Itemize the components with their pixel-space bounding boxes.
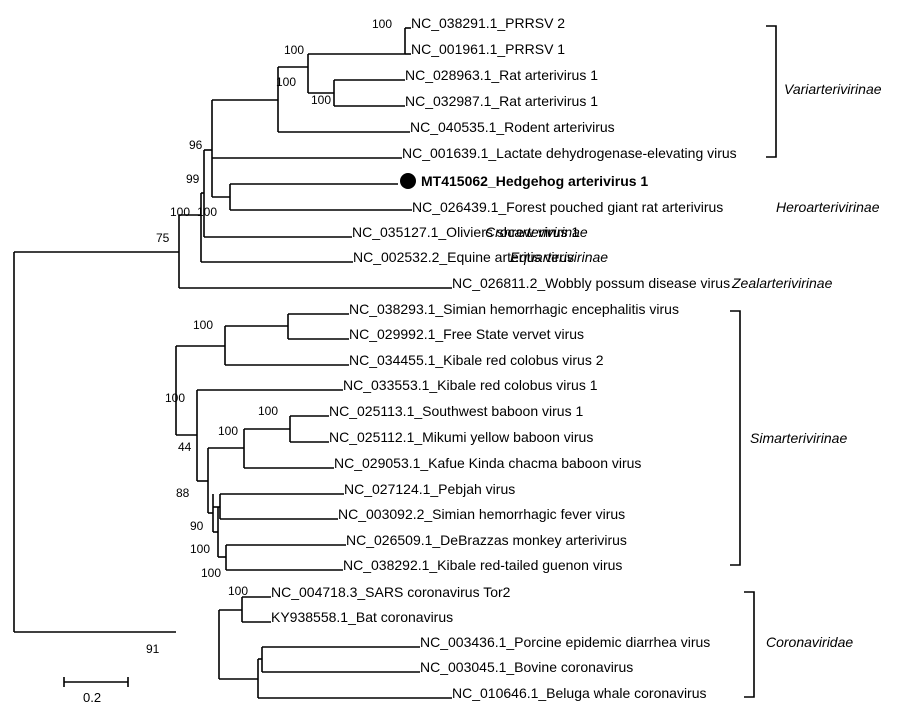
taxon-label: NC_029053.1_Kafue Kinda chacma baboon vi… bbox=[334, 455, 641, 471]
taxon-label: NC_026811.2_Wobbly possum disease virus bbox=[452, 275, 730, 291]
bootstrap-value: 100 bbox=[201, 566, 221, 580]
taxon-label: NC_010646.1_Beluga whale coronavirus bbox=[452, 685, 707, 701]
taxon-label: NC_026509.1_DeBrazzas monkey arterivirus bbox=[346, 532, 627, 548]
taxon-label: NC_032987.1_Rat arterivirus 1 bbox=[405, 93, 598, 109]
bootstrap-value: 100 bbox=[372, 17, 392, 31]
taxon-label: NC_001639.1_Lactate dehydrogenase-elevat… bbox=[402, 145, 737, 161]
taxon-label: NC_038291.1_PRRSV 2 bbox=[411, 15, 565, 31]
clade-label: Crocarterivirinae bbox=[485, 224, 588, 240]
clade-label: Zealarterivirinae bbox=[731, 275, 833, 291]
taxon-label: NC_025113.1_Southwest baboon virus 1 bbox=[329, 403, 583, 419]
taxon-label-highlighted: MT415062_Hedgehog arterivirus 1 bbox=[421, 173, 648, 189]
scale-bar-line bbox=[63, 677, 129, 687]
bootstrap-value: 100 bbox=[197, 205, 217, 219]
clade-label: Equarterivirinae bbox=[510, 249, 608, 265]
taxon-label: NC_004718.3_SARS coronavirus Tor2 bbox=[271, 584, 511, 600]
bootstrap-value: 90 bbox=[190, 519, 204, 533]
taxon-label: NC_038293.1_Simian hemorrhagic encephali… bbox=[349, 301, 679, 317]
bootstrap-value: 100 bbox=[165, 391, 185, 405]
bootstrap-value: 100 bbox=[276, 75, 296, 89]
clade-brackets bbox=[730, 25, 777, 698]
taxon-label: NC_038292.1_Kibale red-tailed guenon vir… bbox=[343, 557, 622, 573]
taxon-label: NC_034455.1_Kibale red colobus virus 2 bbox=[349, 352, 604, 368]
clade-bracket-variarterivirinae bbox=[766, 25, 777, 158]
clade-label: Coronaviridae bbox=[766, 634, 853, 650]
taxon-label: NC_001961.1_PRRSV 1 bbox=[411, 41, 565, 57]
taxon-label: NC_026439.1_Forest pouched giant rat art… bbox=[412, 199, 723, 215]
taxon-label: NC_029992.1_Free State vervet virus bbox=[349, 326, 584, 342]
bootstrap-value: 100 bbox=[258, 404, 278, 418]
bootstrap-value: 100 bbox=[311, 93, 331, 107]
bootstrap-values: 100 100 100 100 96 99 100 100 75 100 100… bbox=[146, 17, 392, 656]
taxon-label: NC_003436.1_Porcine epidemic diarrhea vi… bbox=[420, 634, 710, 650]
bootstrap-value: 100 bbox=[218, 424, 238, 438]
scale-bar: 0.2 bbox=[63, 677, 129, 705]
taxon-label: NC_040535.1_Rodent arterivirus bbox=[410, 119, 615, 135]
tree-branches bbox=[13, 27, 452, 699]
bootstrap-value: 44 bbox=[178, 440, 192, 454]
taxon-label: NC_035127.1_Oliviers shrew virus 1 bbox=[352, 224, 579, 240]
clade-label: Heroarterivirinae bbox=[776, 199, 880, 215]
taxon-labels: NC_038291.1_PRRSV 2 NC_001961.1_PRRSV 1 … bbox=[271, 15, 737, 701]
clade-bracket-coronaviridae bbox=[744, 591, 755, 698]
bootstrap-value: 100 bbox=[193, 318, 213, 332]
clade-label: Variarterivirinae bbox=[784, 81, 882, 97]
taxon-label: NC_002532.2_Equine arteritis virus bbox=[353, 249, 574, 265]
scale-bar-label: 0.2 bbox=[83, 690, 101, 705]
taxon-label: NC_027124.1_Pebjah virus bbox=[344, 481, 515, 497]
clade-label: Simarterivirinae bbox=[750, 430, 847, 446]
taxon-label: NC_028963.1_Rat arterivirus 1 bbox=[405, 67, 598, 83]
bootstrap-value: 91 bbox=[146, 642, 160, 656]
clade-labels: Variarterivirinae Heroarterivirinae Croc… bbox=[485, 81, 882, 650]
bootstrap-value: 75 bbox=[156, 231, 170, 245]
clade-bracket-simarterivirinae bbox=[730, 310, 741, 566]
bootstrap-value: 99 bbox=[186, 172, 200, 186]
taxon-label: NC_025112.1_Mikumi yellow baboon virus bbox=[329, 429, 593, 445]
taxon-label: NC_003045.1_Bovine coronavirus bbox=[420, 659, 633, 675]
taxon-label: NC_033553.1_Kibale red colobus virus 1 bbox=[343, 377, 598, 393]
bootstrap-value: 100 bbox=[190, 542, 210, 556]
bootstrap-value: 88 bbox=[176, 486, 190, 500]
taxon-label: NC_003092.2_Simian hemorrhagic fever vir… bbox=[338, 506, 625, 522]
bootstrap-value: 100 bbox=[170, 205, 190, 219]
bootstrap-value: 96 bbox=[189, 138, 203, 152]
highlight-dot-icon bbox=[400, 173, 416, 189]
taxon-label: KY938558.1_Bat coronavirus bbox=[271, 609, 453, 625]
bootstrap-value: 100 bbox=[228, 584, 248, 598]
bootstrap-value: 100 bbox=[284, 43, 304, 57]
